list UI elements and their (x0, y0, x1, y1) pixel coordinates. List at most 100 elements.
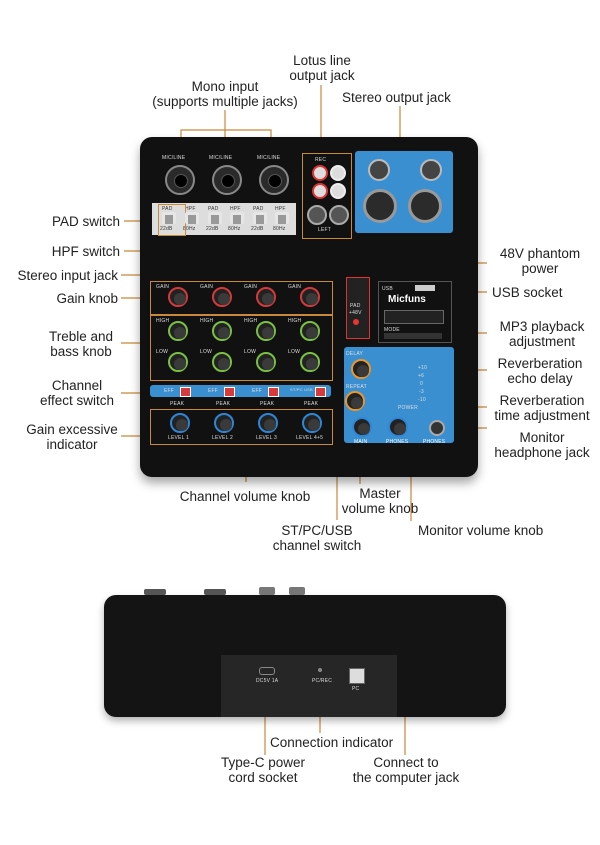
channel-volume-knob-2[interactable] (214, 413, 234, 433)
gain-knob-4[interactable] (300, 287, 320, 307)
low-label-3: LOW (244, 349, 256, 355)
hpf-switch-3[interactable] (275, 212, 289, 224)
rca-jack-white[interactable] (330, 165, 346, 181)
pad-switch-2[interactable] (208, 212, 222, 224)
usb-socket[interactable] (415, 285, 435, 291)
gain-knob-3[interactable] (256, 287, 276, 307)
left-label: LEFT (318, 227, 332, 233)
gain-row-frame (150, 281, 333, 315)
master-volume-knob[interactable] (352, 417, 372, 437)
back-jack-1 (144, 589, 166, 595)
connection-indicator-led (318, 668, 322, 672)
phantom-power-switch[interactable] (346, 277, 370, 339)
pad-db-3: 22dB (251, 226, 264, 232)
meter-label-3: 0 (420, 381, 423, 387)
gain-label-3: GAIN (244, 284, 258, 290)
low-knob-1[interactable] (168, 352, 188, 372)
effect-switch-3[interactable] (268, 387, 279, 397)
phantom-led (353, 319, 359, 325)
level-label-3: LEVEL 3 (256, 435, 277, 441)
type-c-socket[interactable] (259, 667, 275, 675)
pad-switch-3[interactable] (253, 212, 267, 224)
reverb-delay-knob[interactable] (351, 359, 371, 379)
mp3-display (384, 310, 444, 324)
channel-volume-knob-1[interactable] (170, 413, 190, 433)
low-knob-3[interactable] (256, 352, 276, 372)
peak-label-4: PEAK (304, 401, 319, 407)
hpf-switch-1[interactable] (185, 212, 199, 224)
st-pc-usb-label: ST/PC USB (290, 387, 313, 392)
channel-volume-knob-3[interactable] (258, 413, 278, 433)
monitor-volume-knob[interactable] (388, 417, 408, 437)
gain-knob-1[interactable] (168, 287, 188, 307)
hpf-switch-2[interactable] (230, 212, 244, 224)
low-knob-4[interactable] (300, 352, 320, 372)
mono-input-jack-2[interactable] (212, 165, 242, 195)
level-label-1: LEVEL 1 (168, 435, 189, 441)
phones-jack-label: PHONES (423, 439, 446, 445)
label-stereo-output: Stereo output jack (342, 90, 451, 105)
trs-output-right[interactable] (420, 159, 442, 181)
hpf-hz-2: 80Hz (228, 226, 241, 232)
main-label: MAIN (354, 439, 368, 445)
meter-label-2: +6 (418, 373, 425, 379)
pad-db-1: 22dB (160, 226, 173, 232)
back-rca-2 (289, 587, 305, 595)
level-label-4: LEVEL 4+5 (296, 435, 324, 441)
effect-switch-4[interactable] (315, 387, 326, 397)
channel-volume-knob-4[interactable] (302, 413, 322, 433)
high-knob-4[interactable] (300, 321, 320, 341)
back-jack-2 (204, 589, 226, 595)
label-stereo-input: Stereo input jack (17, 268, 118, 283)
low-label-1: LOW (156, 349, 168, 355)
usb-b-socket[interactable] (349, 668, 365, 684)
pad-label-2: PAD (208, 206, 219, 212)
rca-jack-red[interactable] (312, 165, 328, 181)
headphone-jack[interactable] (429, 420, 445, 436)
mp3-buttons[interactable] (384, 333, 442, 339)
mono-input-jack-3[interactable] (259, 165, 289, 195)
level-frame (150, 409, 333, 445)
dc-label: DC5V 1A (256, 678, 279, 684)
high-knob-2[interactable] (212, 321, 232, 341)
stereo-input-jack-left[interactable] (307, 205, 327, 225)
back-connector-plate (221, 655, 397, 717)
high-knob-3[interactable] (256, 321, 276, 341)
rca-jack-red-2[interactable] (312, 183, 328, 199)
hpf-hz-1: 80Hz (183, 226, 196, 232)
mixer-front-panel: MIC/LINE MIC/LINE MIC/LINE REC LEFT PAD … (140, 137, 478, 477)
eff-label-2: EFF (208, 388, 219, 394)
xlr-output-left[interactable] (363, 189, 397, 223)
pad-switch-1[interactable] (162, 212, 176, 224)
switch-strip (152, 203, 296, 235)
effect-switch-2[interactable] (224, 387, 235, 397)
gain-label-1: GAIN (156, 284, 170, 290)
pc-label: PC (352, 686, 360, 692)
mono-input-jack-1[interactable] (165, 165, 195, 195)
pcrec-label: PC/REC (312, 678, 333, 684)
xlr-output-right[interactable] (408, 189, 442, 223)
effect-switch-1[interactable] (180, 387, 191, 397)
high-label-1: HIGH (156, 318, 170, 324)
peak-label-2: PEAK (216, 401, 231, 407)
power-label: POWER (398, 405, 418, 411)
gain-knob-2[interactable] (212, 287, 232, 307)
lotus-jack-area (302, 153, 352, 239)
low-knob-2[interactable] (212, 352, 232, 372)
stereo-input-jack-right[interactable] (329, 205, 349, 225)
high-knob-1[interactable] (168, 321, 188, 341)
usb-tag: USB (382, 286, 393, 292)
trs-output-left[interactable] (368, 159, 390, 181)
mode-label: MODE (384, 327, 400, 333)
rca-jack-white-2[interactable] (330, 183, 346, 199)
gain-label-2: GAIN (200, 284, 214, 290)
reverb-repeat-knob[interactable] (345, 391, 365, 411)
